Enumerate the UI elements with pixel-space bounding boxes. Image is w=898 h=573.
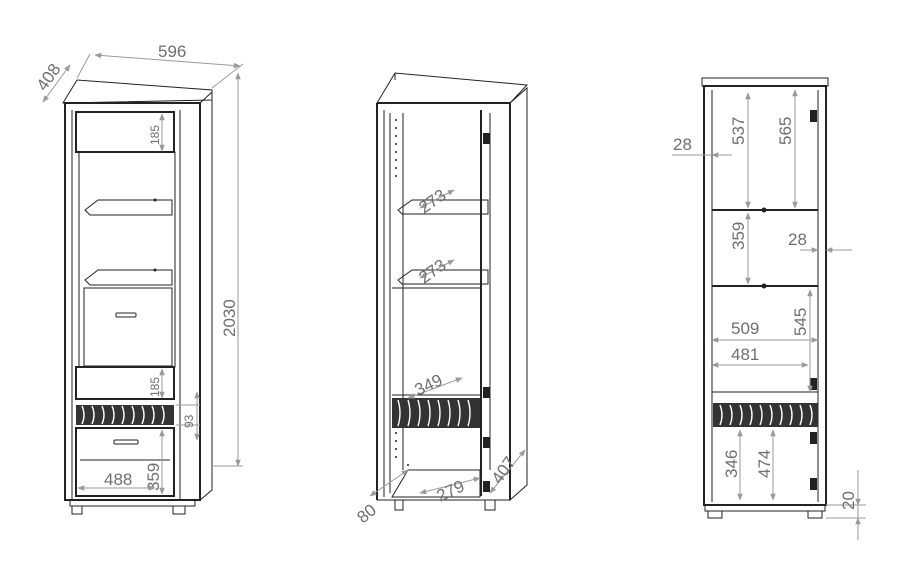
shelf-open-1 — [397, 199, 489, 215]
hinge-icon — [810, 110, 817, 122]
top-slab-open — [376, 72, 529, 104]
shelf-open-2 — [397, 269, 489, 285]
lower-drawer — [75, 366, 175, 400]
dim-side-inset-mid-28: 28 — [788, 230, 807, 249]
dim-shelf-gap-359: 359 — [729, 222, 748, 250]
hinge-icon — [810, 432, 817, 444]
side-panel-open — [509, 86, 528, 502]
dim-inner-width-488: 488 — [104, 470, 132, 489]
dim-width-596: 596 — [158, 42, 186, 61]
side-panel — [199, 90, 213, 502]
dim-bottom-drawer-359: 359 — [144, 463, 163, 491]
shelf-1 — [84, 199, 173, 216]
dim-lower-inner-346: 346 — [722, 450, 741, 478]
hinge-icon — [483, 133, 490, 144]
dim-decor-93: 93 — [182, 414, 196, 428]
top-slab-front — [701, 77, 829, 87]
dim-door-upper-565: 565 — [776, 117, 795, 145]
bottom-drawer — [75, 427, 175, 497]
dim-plinth-20: 20 — [839, 491, 858, 510]
dim-inner-width-509: 509 — [731, 319, 759, 338]
dim-shelf-273-mid: 273 — [415, 255, 449, 287]
cabinet-closed-view: 596 408 2030 185 185 93 359 488 — [33, 42, 244, 515]
dim-shelf-273-top: 273 — [415, 185, 449, 217]
shelf-2 — [84, 269, 173, 286]
drawer-handle-icon — [113, 439, 139, 445]
decor-strip-open — [392, 398, 480, 428]
dim-setback-80: 80 — [353, 500, 380, 527]
top-slab — [62, 79, 213, 104]
hinge-icon — [810, 478, 817, 490]
dim-inner-depth-279: 279 — [434, 476, 468, 505]
door-handle-icon — [115, 312, 137, 318]
dim-depth-408: 408 — [33, 60, 65, 94]
hinge-icon — [483, 481, 490, 492]
hinge-icon — [483, 437, 490, 448]
dim-door-middle-545: 545 — [791, 308, 810, 336]
dim-door-lower-474: 474 — [755, 450, 774, 478]
dim-top-drawer-185: 185 — [148, 125, 162, 145]
cabinet-front-view: 28 537 565 359 28 509 545 481 346 474 20 — [672, 77, 866, 540]
dim-depth-407: 407 — [488, 453, 520, 487]
hinge-icon — [483, 387, 490, 398]
dim-side-inset-top-28: 28 — [673, 135, 692, 154]
dim-lower-drawer-185: 185 — [148, 377, 162, 397]
dim-inner-width-481: 481 — [731, 345, 759, 364]
hinge-icon — [810, 378, 817, 390]
glass-door — [78, 151, 176, 368]
dim-upper-inner-537: 537 — [729, 117, 748, 145]
cabinet-open-view: 273 273 349 80 279 407 — [353, 72, 529, 527]
cabinet-front-outline — [703, 85, 827, 506]
decor-strip — [76, 405, 174, 425]
dim-height-2030: 2030 — [220, 299, 239, 337]
